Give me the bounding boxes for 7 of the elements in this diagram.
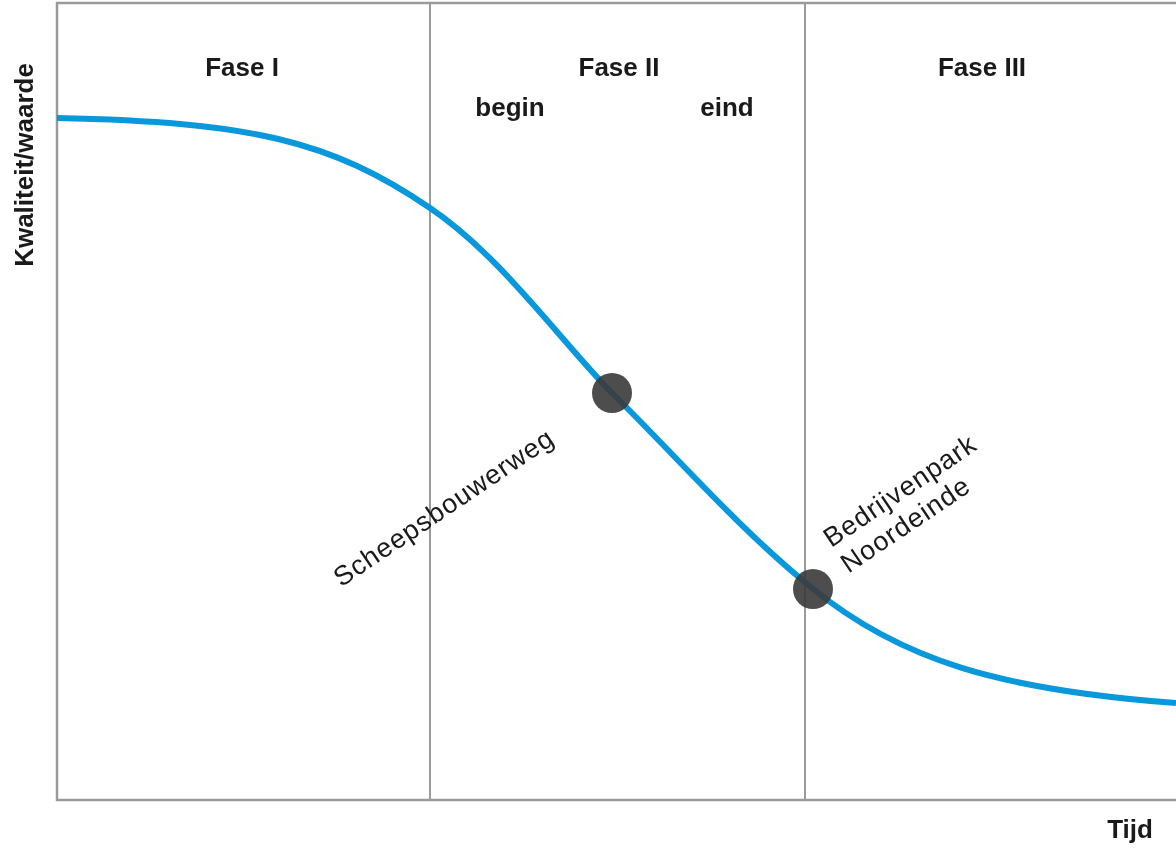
- phase-label: Fase III: [937, 53, 1027, 83]
- phase-label: begin: [475, 93, 545, 123]
- axis-label: Kwaliteit/waarde: [10, 63, 40, 267]
- phase-label: eind: [700, 93, 754, 123]
- phase-label: Fase II: [578, 53, 660, 83]
- phase-label: Fase I: [205, 53, 279, 83]
- phase-label: Tijd: [1107, 815, 1153, 845]
